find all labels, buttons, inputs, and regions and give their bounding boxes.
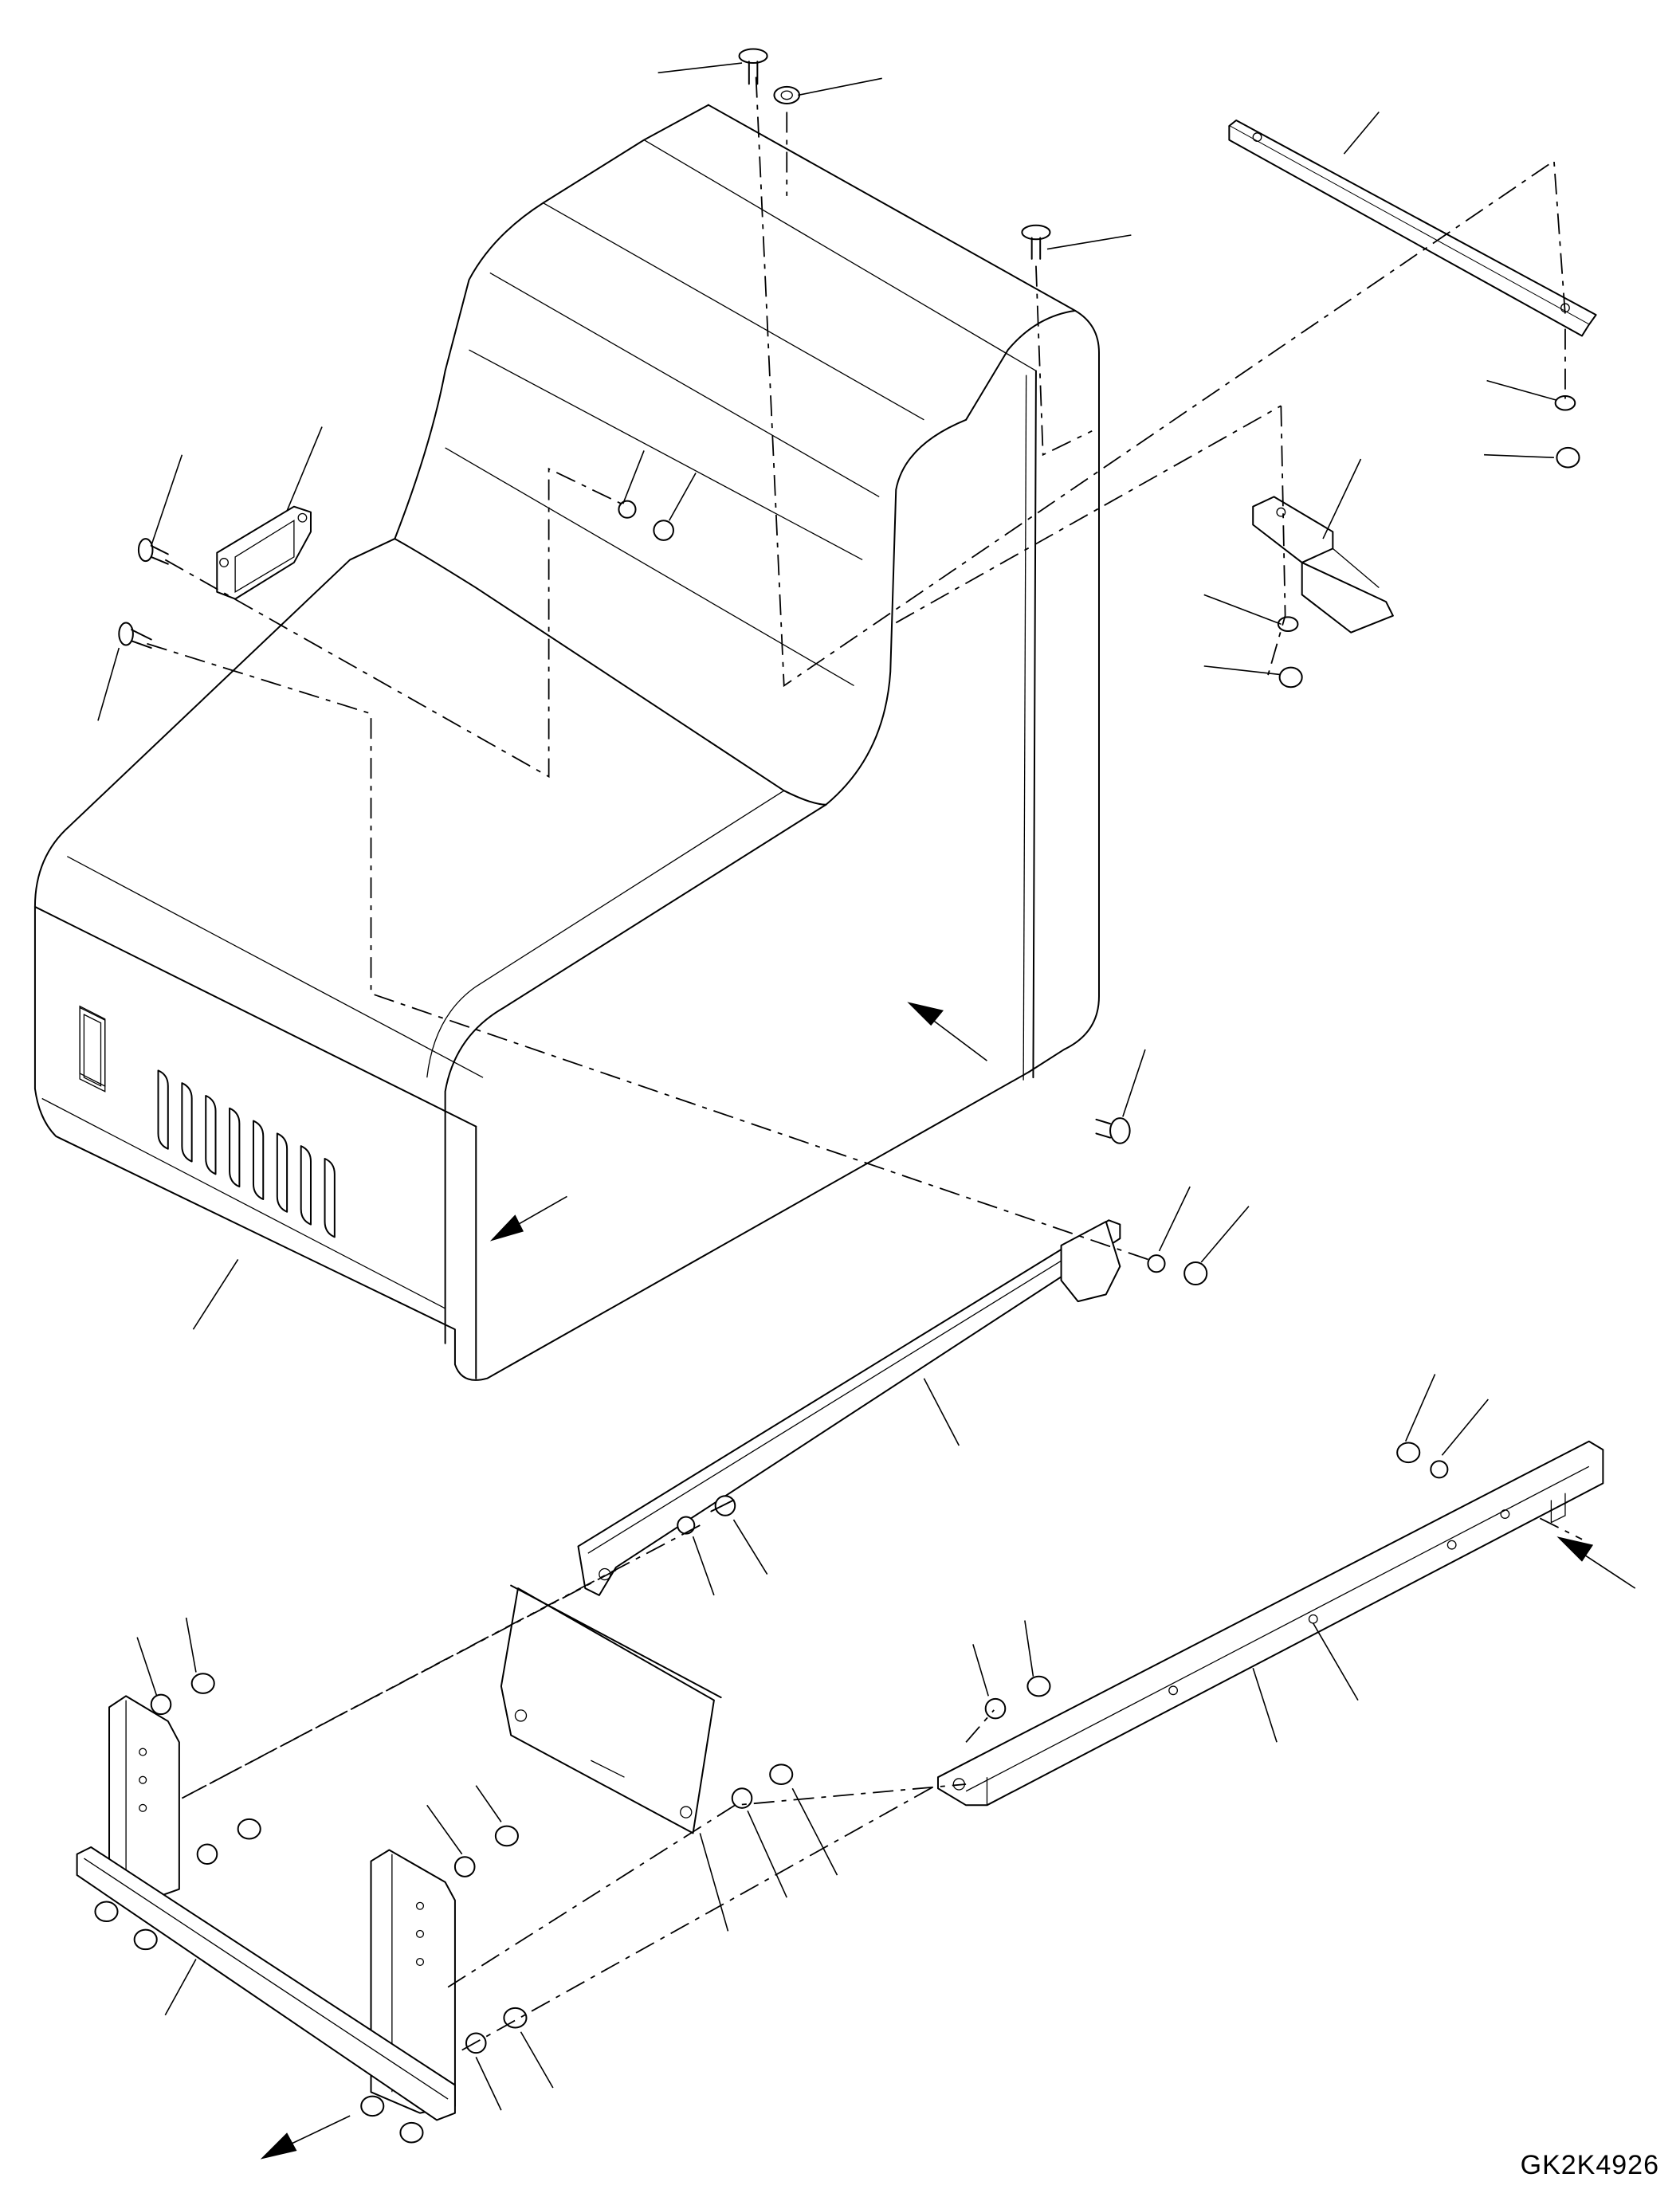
drawing-code-label: GK2K4926 xyxy=(1520,2150,1659,2180)
fasteners xyxy=(119,49,1579,2053)
direction-arrows xyxy=(260,1002,1635,2160)
vent-slots xyxy=(80,1006,335,1238)
upper-bracket xyxy=(579,1220,1121,1595)
right-rail xyxy=(938,1442,1603,1806)
right-channel xyxy=(1253,496,1393,632)
base-frame xyxy=(77,1696,455,2142)
shield-plate xyxy=(501,1586,721,1834)
seat-cover xyxy=(35,105,1099,1380)
rear-cross-angle xyxy=(1229,120,1596,335)
leader-lines xyxy=(98,63,1556,2110)
front-vent-panel xyxy=(217,507,311,599)
alignment-lines xyxy=(147,77,1582,2050)
